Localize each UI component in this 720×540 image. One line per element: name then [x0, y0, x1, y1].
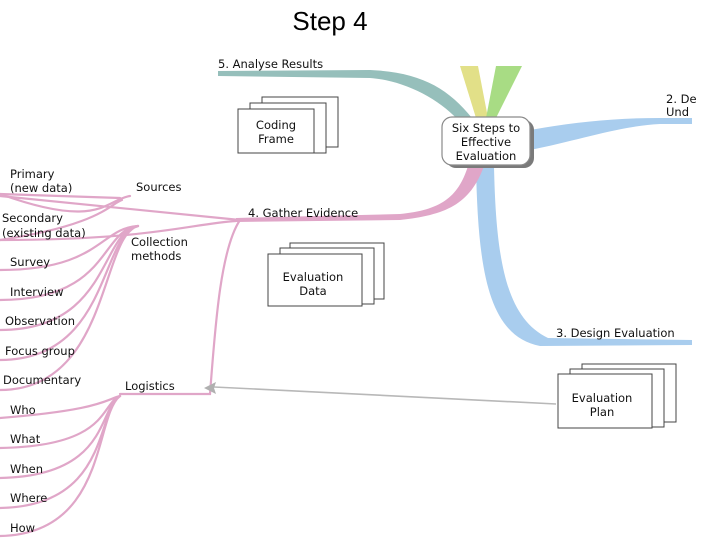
evaluation-plan-label-2: Plan	[590, 405, 614, 419]
source-primary-2: (new data)	[10, 181, 72, 195]
node-collection-1[interactable]: Collection	[131, 235, 188, 249]
branch-label-understand-2: Und	[666, 105, 689, 119]
method-item[interactable]: Documentary	[3, 373, 81, 387]
method-item[interactable]: Observation	[5, 314, 75, 328]
branch-green	[486, 66, 522, 118]
logistics-item[interactable]: Where	[10, 491, 47, 505]
branch-design	[476, 166, 692, 346]
method-item[interactable]: Survey	[10, 255, 50, 269]
branch-label-understand-1[interactable]: 2. De	[666, 92, 697, 106]
evaluation-plan-label-1: Evaluation	[572, 391, 633, 405]
center-line-1: Six Steps to	[452, 121, 520, 135]
document-coding-frame[interactable]: Coding Frame	[237, 96, 339, 154]
logistics-item[interactable]: When	[10, 462, 43, 476]
method-item[interactable]: Interview	[10, 285, 63, 299]
source-secondary-1[interactable]: Secondary	[2, 211, 63, 225]
gather-sub-branches	[0, 192, 242, 538]
node-logistics[interactable]: Logistics	[125, 379, 175, 393]
coding-label-2: Frame	[258, 132, 294, 146]
logistics-item[interactable]: Who	[10, 403, 36, 417]
node-collection-2: methods	[131, 249, 181, 263]
logistics-item[interactable]: How	[10, 521, 35, 535]
evaluation-data-label-2: Data	[299, 284, 326, 298]
node-sources[interactable]: Sources	[136, 180, 182, 194]
branch-label-design[interactable]: 3. Design Evaluation	[556, 326, 675, 340]
method-item[interactable]: Focus group	[5, 344, 75, 358]
document-evaluation-plan[interactable]: Evaluation Plan	[557, 363, 677, 429]
slide-title: Step 4	[292, 6, 368, 36]
center-line-3: Evaluation	[456, 149, 517, 163]
branch-yellow	[460, 66, 488, 118]
evaluation-data-label-1: Evaluation	[283, 270, 344, 284]
branch-label-analyse[interactable]: 5. Analyse Results	[218, 57, 323, 71]
source-primary-1[interactable]: Primary	[10, 167, 55, 181]
branch-understand	[530, 118, 692, 150]
document-evaluation-data[interactable]: Evaluation Data	[267, 242, 385, 307]
coding-label-1: Coding	[256, 118, 296, 132]
association-arrow	[204, 382, 557, 405]
branch-analyse	[218, 70, 472, 120]
branch-label-gather[interactable]: 4. Gather Evidence	[248, 206, 358, 220]
center-line-2: Effective	[461, 135, 511, 149]
center-node[interactable]: Six Steps to Effective Evaluation	[441, 116, 534, 168]
source-secondary-2: (existing data)	[2, 226, 86, 240]
logistics-item[interactable]: What	[10, 432, 41, 446]
